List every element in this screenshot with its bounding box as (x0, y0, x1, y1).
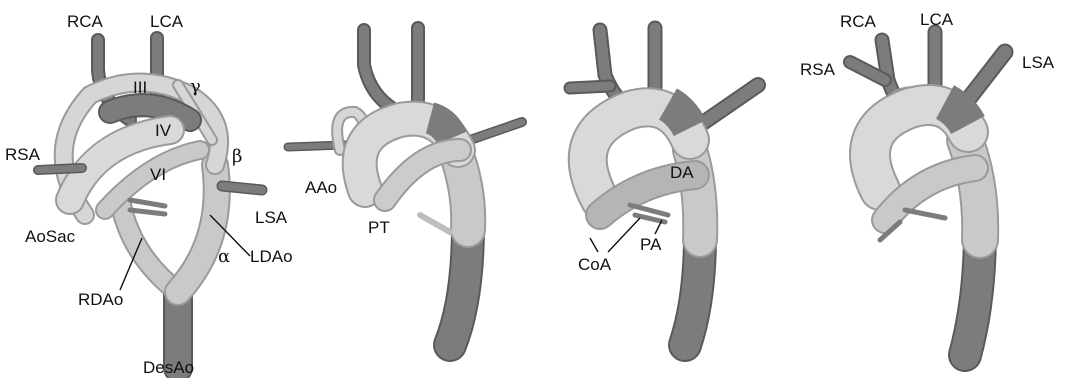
label-coa: CoA (578, 255, 612, 274)
leader-coa-left (590, 238, 598, 252)
label-lsa: LSA (255, 208, 288, 227)
label-beta: β (232, 146, 242, 167)
label-pt: PT (368, 218, 390, 237)
label-desao: DesAo (143, 358, 194, 377)
panel1-pulmonary-branches (130, 200, 165, 214)
label-lca: LCA (150, 12, 184, 31)
label-rdao: RDAo (78, 290, 123, 309)
label-alpha: α (218, 246, 230, 267)
label-rsa-4: RSA (800, 60, 836, 79)
label-arch-iv: IV (155, 121, 172, 140)
panel-1-pharyngeal-arches: RCA LCA III γ IV RSA β VI LSA AoSac α LD… (5, 12, 293, 377)
panel-3-ductus-arteriosus: DA PA CoA (570, 28, 758, 345)
label-aao: AAo (305, 178, 337, 197)
label-lca-4: LCA (920, 10, 954, 29)
label-rsa: RSA (5, 145, 41, 164)
panel3-pulmonary-branches (630, 205, 668, 222)
label-arch-iii: III (133, 78, 147, 97)
label-rca: RCA (67, 12, 104, 31)
label-lsa-4: LSA (1022, 53, 1055, 72)
label-pa: PA (640, 235, 662, 254)
label-da: DA (670, 163, 694, 182)
label-arch-vi: VI (150, 165, 166, 184)
label-rca-4: RCA (840, 12, 877, 31)
label-ldao: LDAo (250, 247, 293, 266)
label-aosac: AoSac (25, 227, 76, 246)
label-gamma: γ (190, 76, 201, 97)
panel-2-ascending-aorta-pt: AAo PT (288, 28, 522, 345)
panel-4-mature-arch: RCA LCA RSA LSA (800, 10, 1055, 355)
